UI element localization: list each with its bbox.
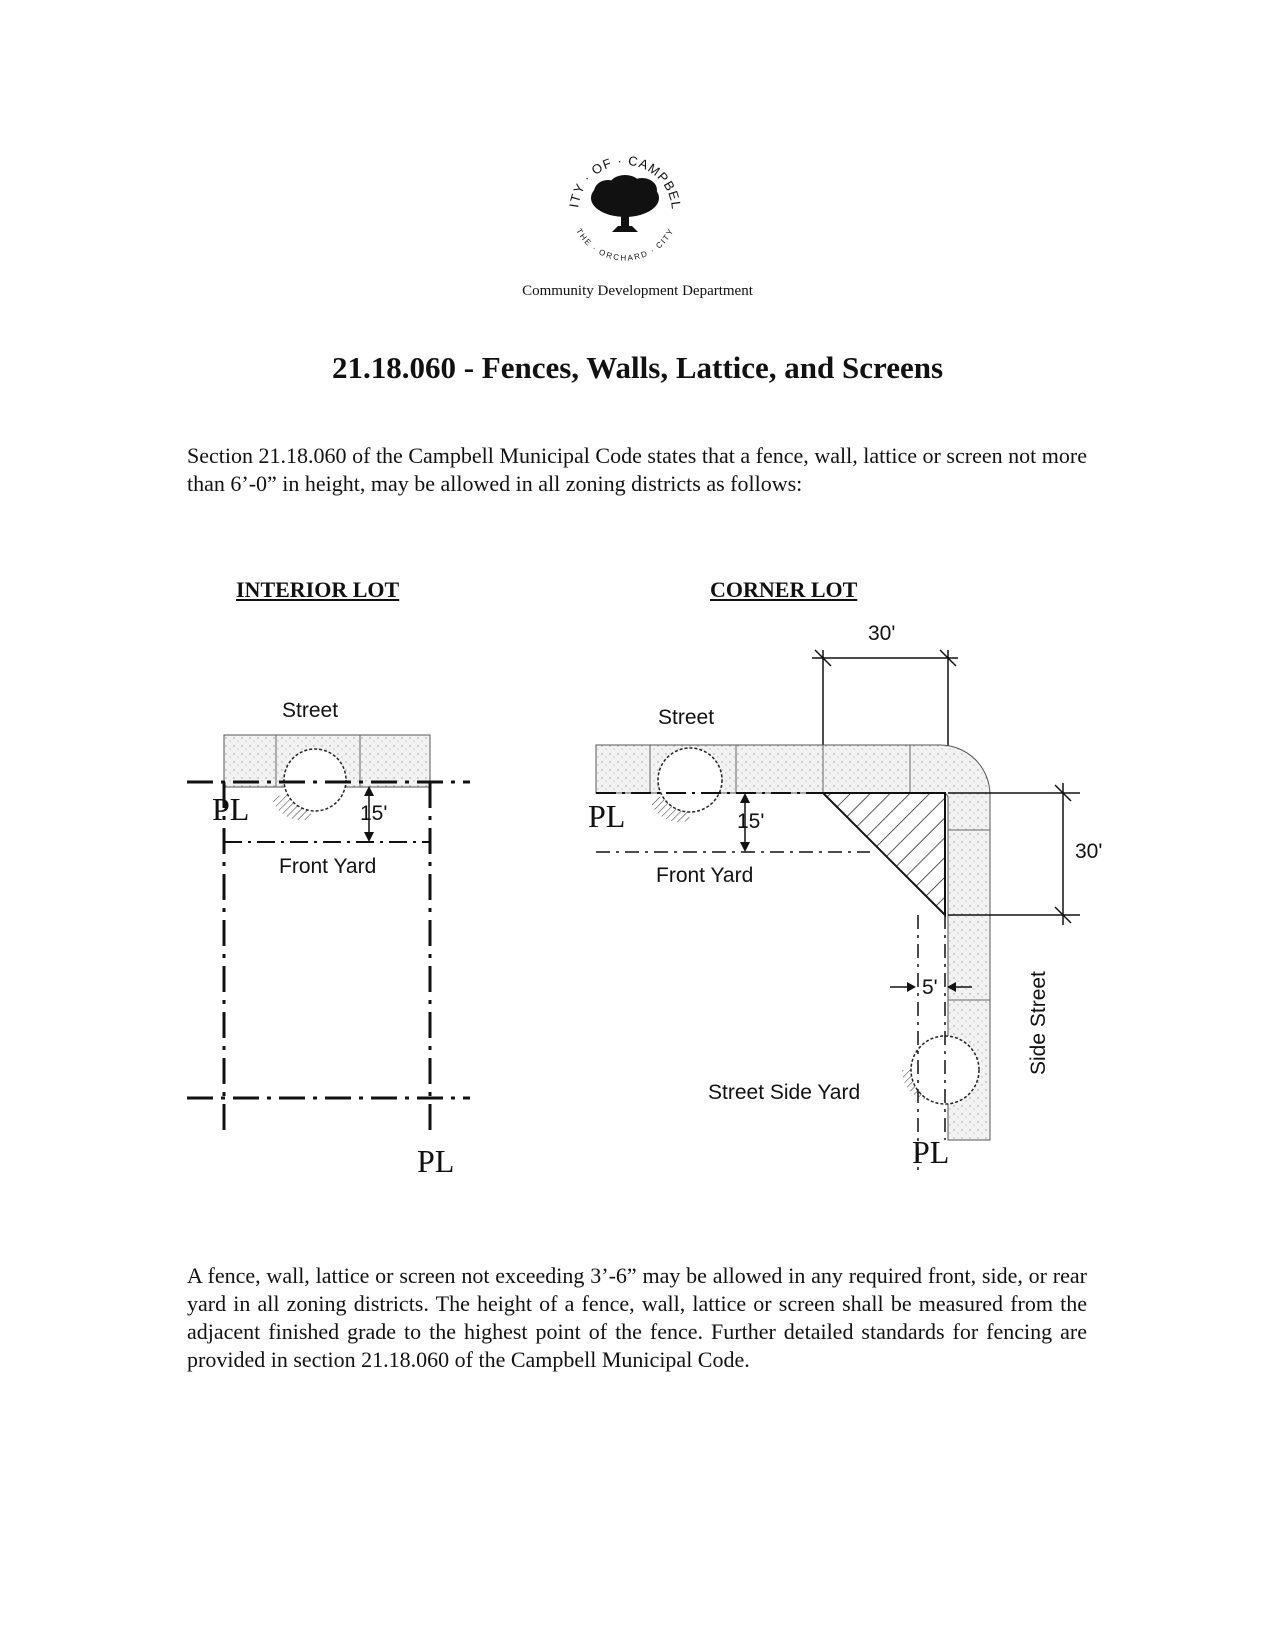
corner-pl-marker-front: PL — [588, 798, 625, 834]
document-title: 21.18.060 - Fences, Walls, Lattice, and … — [331, 350, 944, 385]
interior-street-label: Street — [282, 699, 338, 722]
city-seal-logo: CITY · OF · CAMPBELL THE · ORCHARD · CIT… — [560, 140, 683, 263]
corner-pl-marker-side: PL — [912, 1134, 949, 1170]
corner-front-yard-label: Front Yard — [656, 864, 753, 887]
oak-tree-icon — [591, 175, 659, 232]
corner-lot-heading: CORNER LOT — [710, 577, 858, 602]
intro-paragraph: Section 21.18.060 of the Campbell Munici… — [187, 443, 1087, 496]
corner-dim-top-label: 30' — [868, 622, 895, 645]
interior-front-yard-label: Front Yard — [279, 855, 376, 878]
corner-lot-diagram: Street 30' — [588, 622, 1102, 1170]
corner-setback-label: 15' — [737, 810, 764, 833]
department-name: Community Development Department — [522, 283, 753, 299]
corner-side-tree-icon — [901, 1035, 980, 1105]
corner-dim-right-label: 30' — [1075, 840, 1102, 863]
interior-tree-icon — [272, 748, 347, 821]
corner-side-setback-label: 5' — [922, 976, 938, 999]
interior-lot-diagram: Street 15' Front Yard PL PL — [187, 699, 470, 1179]
corner-street-label: Street — [658, 706, 714, 729]
corner-side-street-label: Side Street — [1027, 971, 1050, 1075]
closing-paragraph: A fence, wall, lattice or screen not exc… — [187, 1263, 1087, 1372]
interior-pl-marker-front: PL — [212, 791, 249, 827]
corner-tree-icon — [650, 747, 723, 823]
interior-lot-heading: INTERIOR LOT — [236, 577, 400, 602]
interior-setback-label: 15' — [360, 802, 387, 825]
corner-street-side-yard-label: Street Side Yard — [708, 1081, 860, 1104]
interior-pl-marker-rear: PL — [417, 1143, 454, 1179]
corner-visibility-triangle — [820, 792, 946, 918]
